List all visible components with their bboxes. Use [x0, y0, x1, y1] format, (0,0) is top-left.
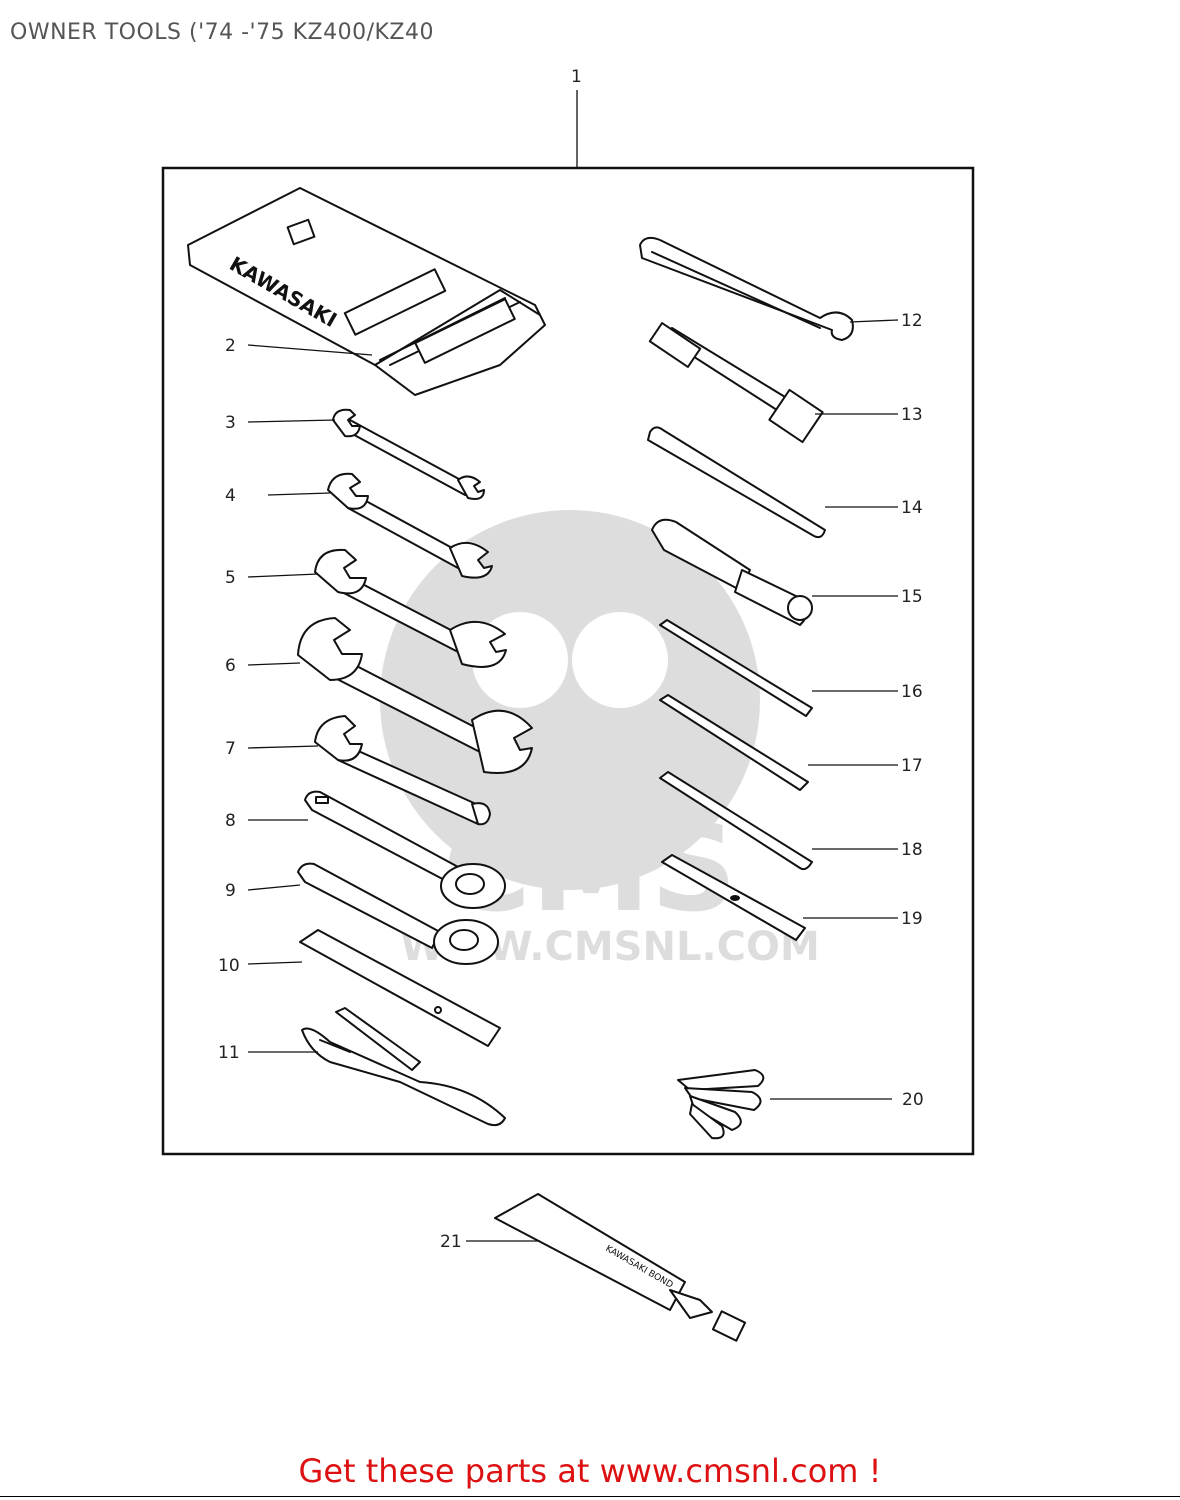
callout-14: 14 — [901, 498, 923, 518]
screwdriver-handle-15 — [651, 518, 813, 626]
blade-19 — [661, 854, 806, 941]
tool-bag: KAWASAKI — [187, 187, 546, 396]
screwdriver-18 — [659, 771, 813, 871]
pliers-11 — [301, 1007, 506, 1127]
bond-tube-21: KAWASAKI BOND — [494, 1193, 747, 1342]
callout-17: 17 — [901, 756, 923, 776]
wrench-7 — [314, 715, 491, 826]
callout-11: 11 — [218, 1043, 240, 1063]
callout-2: 2 — [225, 336, 236, 356]
callout-8: 8 — [225, 811, 236, 831]
callout-18: 18 — [901, 840, 923, 860]
callout-13: 13 — [901, 405, 923, 425]
screwdriver-16 — [659, 619, 813, 717]
callout-1: 1 — [571, 67, 582, 87]
callout-15: 15 — [901, 587, 923, 607]
callout-21: 21 — [440, 1232, 462, 1252]
callout-12: 12 — [901, 311, 923, 331]
callout-6: 6 — [225, 656, 236, 676]
ring-wrench-9 — [297, 862, 499, 965]
ring-wrench-8 — [304, 790, 506, 909]
callout-9: 9 — [225, 881, 236, 901]
spark-plug-wrench-13 — [648, 322, 824, 444]
callout-5: 5 — [225, 568, 236, 588]
get-parts-link[interactable]: Get these parts at www.cmsnl.com ! — [298, 1452, 882, 1490]
page-title: OWNER TOOLS ('74 -'75 KZ400/KZ40 — [10, 20, 434, 45]
callout-16: 16 — [901, 682, 923, 702]
flat-lever-10 — [299, 929, 501, 1047]
callout-19: 19 — [901, 909, 923, 929]
rod-14 — [647, 426, 826, 539]
callout-10: 10 — [218, 956, 240, 976]
callout-20: 20 — [902, 1090, 924, 1110]
bottom-divider — [0, 1496, 1180, 1497]
callout-3: 3 — [225, 413, 236, 433]
callout-7: 7 — [225, 739, 236, 759]
hook-spanner-12 — [639, 236, 854, 341]
tool-kit-frame — [161, 166, 975, 1156]
callout-4: 4 — [225, 486, 236, 506]
wrench-small — [332, 408, 485, 500]
screwdriver-17 — [659, 694, 809, 791]
feeler-gauge-20 — [677, 1069, 765, 1140]
wrench-5 — [314, 548, 507, 668]
wrench-4 — [327, 472, 493, 579]
leader-lines — [247, 319, 899, 1242]
wrench-6 — [297, 617, 533, 774]
